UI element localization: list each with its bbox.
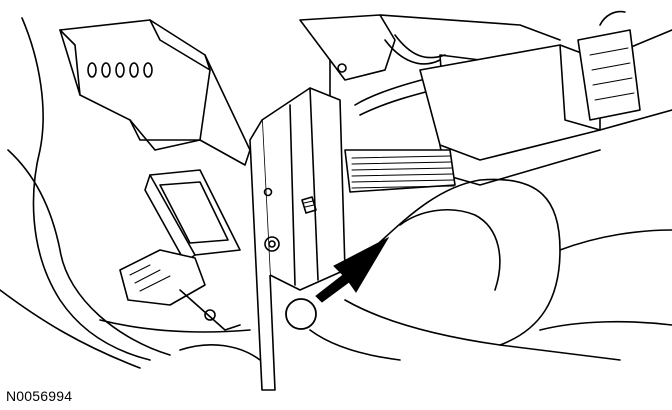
lower-left-components (99, 249, 261, 361)
callout-arrow-icon (315, 236, 390, 303)
upper-center-panel (299, 14, 561, 96)
location-circle-icon (285, 298, 317, 330)
vent-slots (87, 62, 153, 78)
stud-bolt (301, 196, 317, 214)
upper-left-housing (59, 19, 251, 166)
ribbed-duct (344, 149, 456, 193)
right-housing (419, 29, 672, 186)
lower-right-contour (309, 178, 672, 361)
figure-id-label: N0056994 (6, 388, 73, 404)
mounting-block (144, 169, 241, 263)
right-connector (577, 10, 641, 121)
left-fender-outline (0, 17, 171, 369)
center-bracket (249, 63, 347, 391)
